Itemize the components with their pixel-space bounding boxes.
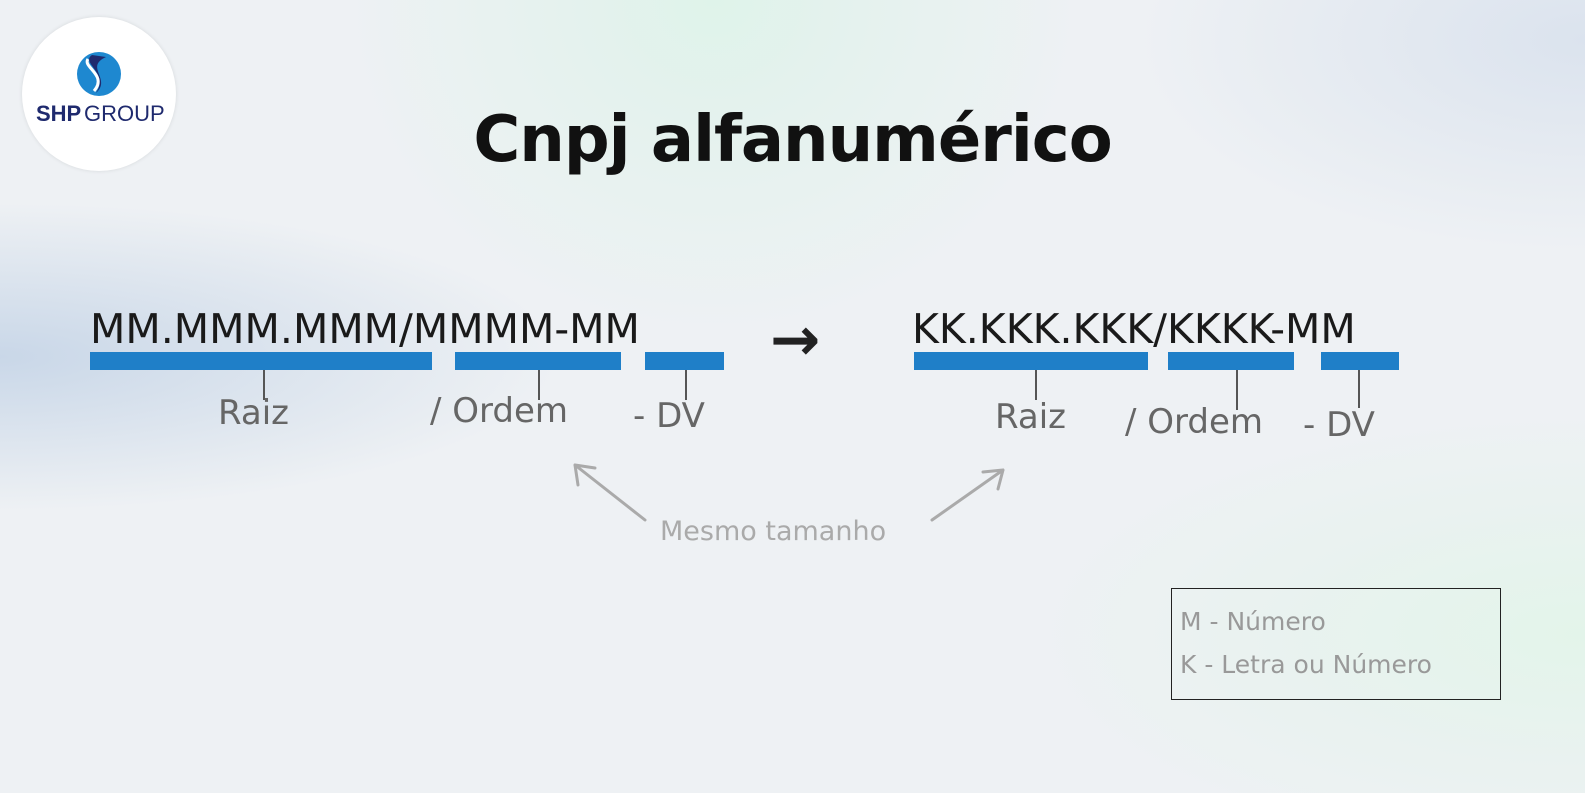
- svg-text:GROUP: GROUP: [84, 101, 165, 126]
- dv-bar: [645, 352, 724, 370]
- dv-tick: [685, 370, 687, 400]
- raiz-bar: [914, 352, 1148, 370]
- ordem-label: / Ordem: [1125, 402, 1264, 442]
- dv-label: - DV: [1303, 405, 1375, 445]
- raiz-label: Raiz: [218, 393, 290, 433]
- cnpj-alphanumeric-format: KK.KKK.KKK/KKKK-MM: [912, 305, 1356, 353]
- ordem-bar: [1168, 352, 1294, 370]
- same-size-note: Mesmo tamanho: [660, 516, 887, 547]
- ordem-tick: [538, 370, 540, 400]
- legend-item-k: K - Letra ou Número: [1180, 650, 1432, 679]
- ordem-bar: [455, 352, 621, 370]
- cnpj-numeric-format: MM.MMM.MMM/MMMM-MM: [90, 305, 640, 353]
- dv-tick: [1358, 370, 1360, 408]
- legend-item-m: M - Número: [1180, 607, 1326, 636]
- dv-bar: [1321, 352, 1399, 370]
- svg-text:SHP: SHP: [36, 101, 81, 126]
- arrow-up-right-icon: [930, 468, 1005, 522]
- ordem-tick: [1236, 370, 1238, 410]
- raiz-label: Raiz: [995, 397, 1067, 437]
- logo-globe-icon: SHP GROUP: [36, 52, 165, 126]
- raiz-tick: [1035, 370, 1037, 400]
- ordem-label: / Ordem: [430, 391, 569, 431]
- arrow-right-icon: →: [770, 305, 821, 375]
- legend-box: M - Número K - Letra ou Número: [1171, 588, 1501, 700]
- dv-label: - DV: [633, 396, 705, 436]
- arrow-up-left-icon: [573, 463, 647, 522]
- raiz-bar: [90, 352, 432, 370]
- shp-group-logo: SHP GROUP: [22, 17, 176, 171]
- raiz-tick: [263, 370, 265, 400]
- page-title: Cnpj alfanumérico: [473, 103, 1112, 177]
